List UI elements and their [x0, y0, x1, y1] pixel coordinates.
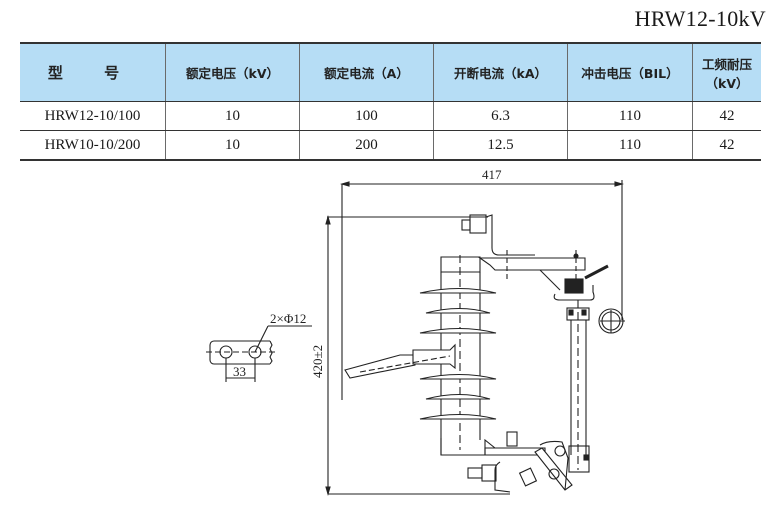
cell-rated-voltage: 10 [165, 101, 300, 131]
cell-power-freq-withstand: 42 [692, 101, 761, 131]
mounting-plate-detail [206, 325, 312, 382]
cell-breaking-current: 6.3 [433, 101, 568, 131]
height-dimension-label: 420±2 [310, 345, 325, 378]
header-impulse-voltage: 冲击电压（BIL） [567, 42, 693, 102]
cell-impulse-voltage: 110 [567, 101, 693, 131]
header-breaking-current: 开断电流（kA） [433, 42, 568, 102]
cell-breaking-current: 12.5 [433, 130, 568, 161]
header-rated-current: 额定电流（A） [299, 42, 434, 102]
cell-impulse-voltage: 110 [567, 130, 693, 161]
header-rated-voltage: 额定电压（kV） [165, 42, 300, 102]
product-title: HRW12-10kV [634, 6, 766, 31]
cell-power-freq-withstand: 42 [692, 130, 761, 161]
header-model: 型 号 [20, 42, 166, 102]
table-row: HRW12-10/100 10 100 6.3 110 42 [20, 101, 761, 131]
table-header-row: 型 号 额定电压（kV） 额定电流（A） 开断电流（kA） 冲击电压（BIL） … [20, 42, 761, 102]
cell-rated-current: 200 [299, 130, 434, 161]
width-dimension-label: 417 [482, 167, 502, 182]
top-bracket [461, 214, 609, 291]
hole-spacing-label: 33 [233, 364, 246, 379]
width-dimension [339, 180, 625, 400]
cell-model: HRW12-10/100 [20, 101, 166, 131]
hole-callout-label: 2×Φ12 [270, 311, 306, 326]
header-power-freq-withstand: 工频耐压（kV） [692, 42, 761, 102]
cell-rated-current: 100 [299, 101, 434, 131]
insulator [344, 255, 497, 456]
height-dimension [325, 214, 510, 497]
cell-model: HRW10-10/200 [20, 130, 166, 161]
spec-table: 型 号 额定电压（kV） 额定电流（A） 开断电流（kA） 冲击电压（BIL） … [20, 42, 761, 161]
table-row: HRW10-10/200 10 200 12.5 110 42 [20, 130, 761, 161]
fuse-tube [553, 278, 625, 473]
cell-rated-voltage: 10 [165, 130, 300, 161]
bottom-contact [467, 431, 573, 493]
